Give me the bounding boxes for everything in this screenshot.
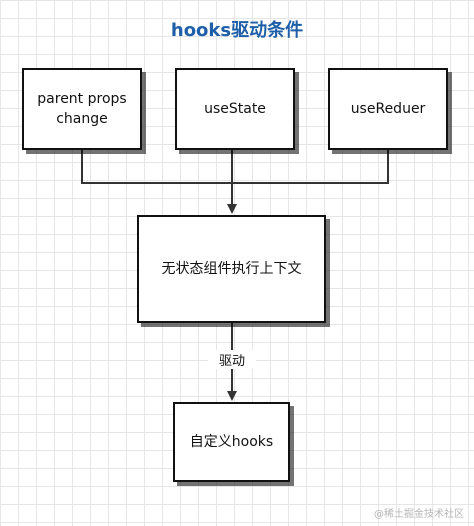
node-label: 无状态组件执行上下文 [161, 261, 302, 277]
node-usestate: useState [175, 68, 295, 150]
diagram-title: hooks驱动条件 [170, 20, 304, 41]
connector-parent-props [81, 150, 232, 184]
node-parent-props-change: parent props change [22, 68, 142, 150]
edge-label-drive: 驱动 [208, 350, 256, 369]
node-label: parent props change [37, 91, 127, 127]
node-label: useReduer [350, 101, 426, 117]
node-label: useState [204, 101, 266, 117]
node-custom-hooks: 自定义hooks [173, 402, 290, 482]
node-label: 自定义hooks [189, 434, 274, 450]
connector-use-reducer [232, 150, 389, 184]
node-usereducer: useReduer [328, 68, 448, 150]
watermark: @稀土掘金技术社区 [374, 509, 464, 520]
node-stateless-component-context: 无状态组件执行上下文 [137, 215, 326, 323]
